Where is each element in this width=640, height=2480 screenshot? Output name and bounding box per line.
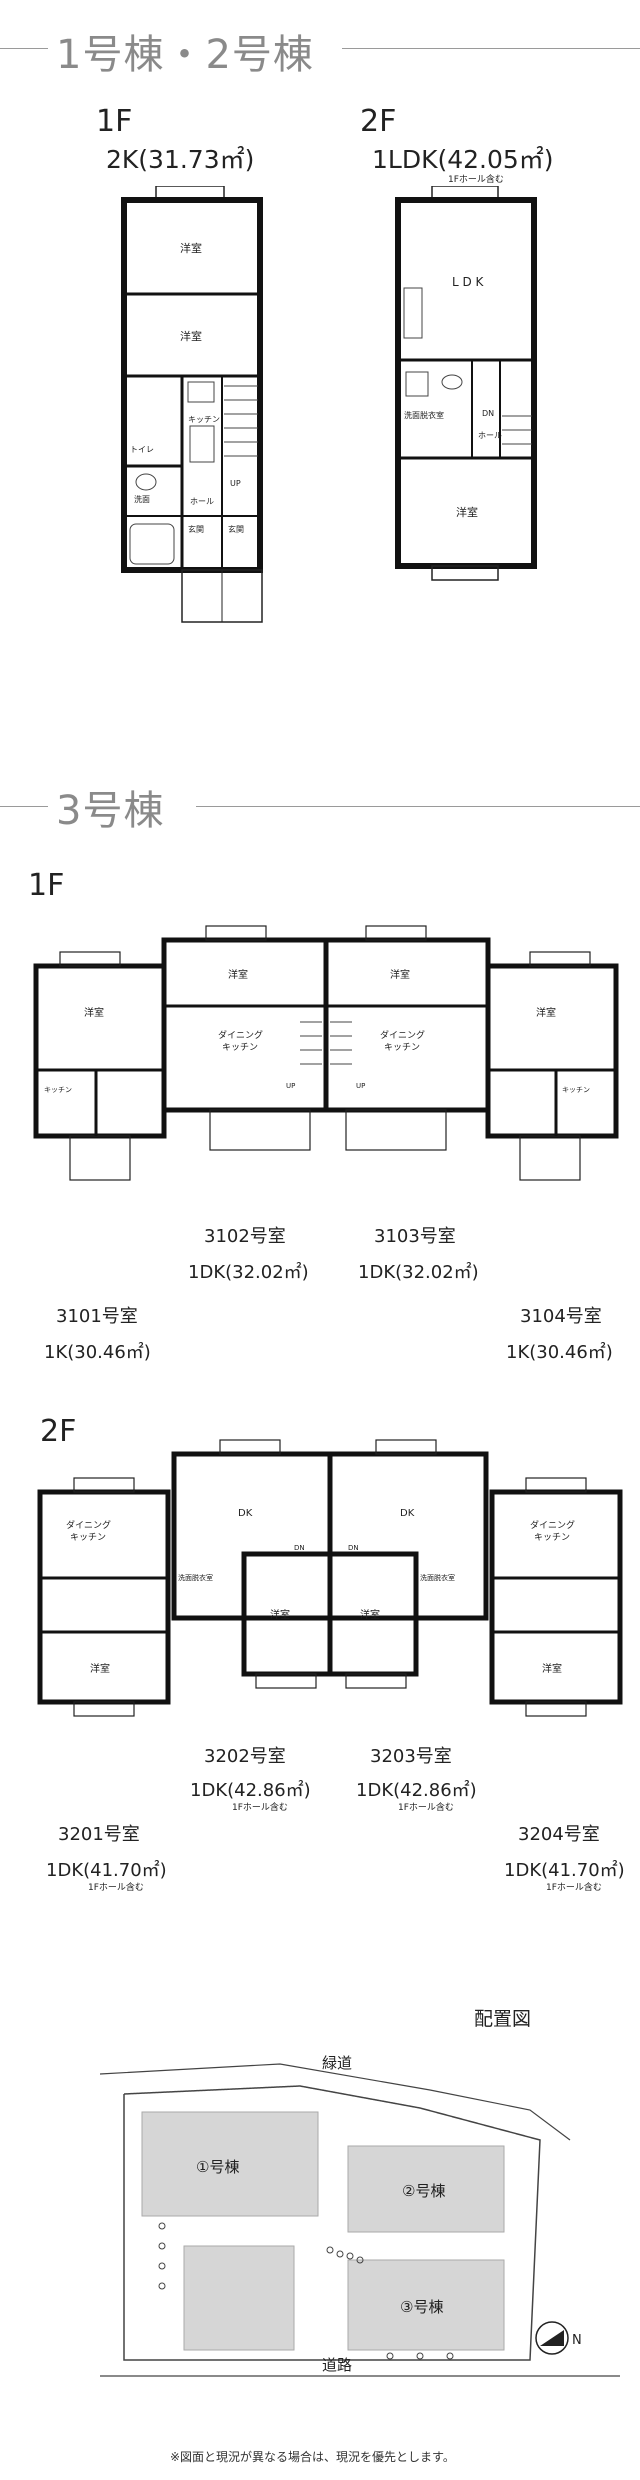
site-title: 配置図	[474, 2008, 532, 2030]
section2-1f-label: 1F	[28, 868, 65, 903]
footnote: ※図面と現況が異なる場合は、現況を優先とします。	[170, 2450, 455, 2464]
unit-3201-size: 1DK(41.70㎡)	[46, 1860, 167, 1881]
section1-2f-label: 2F	[360, 104, 397, 139]
room-3203-senmen: 洗面脱衣室	[420, 1573, 455, 1582]
plan-3-1f: 洋室 洋室 洋室 洋室 ダイニング キッチン ダイニング キッチン キッチン キ…	[30, 912, 630, 1202]
plan-3-2f: DK DK ダイニング キッチン ダイニング キッチン DN DN 洗面脱衣室 …	[30, 1432, 630, 1736]
stair-up-1f: UP	[230, 479, 241, 488]
stair-dn-3-2f-b: DN	[348, 1544, 359, 1552]
stair-up-3-1f-a: UP	[286, 1082, 295, 1090]
site-plan: 緑道 ①号棟 ②号棟 ③号棟 道路 N	[100, 2050, 620, 2380]
room-3202-senmen: 洗面脱衣室	[178, 1573, 213, 1582]
room-hall-1f: ホール	[190, 497, 214, 506]
stair-dn-2f: DN	[482, 409, 494, 418]
section2-2f-label: 2F	[40, 1414, 77, 1449]
unit-3101-id: 3101号室	[56, 1306, 138, 1327]
room-kitchen-1f: キッチン	[188, 415, 220, 424]
room-senmen-1f: 洗面	[134, 494, 150, 504]
north-arrow-icon: N	[572, 2333, 582, 2348]
section2-rule-left	[0, 806, 48, 807]
room-3201-dining: ダイニング	[66, 1519, 111, 1531]
plan-2f-building12: L D K 洗面脱衣室 DN ホール 洋室	[382, 186, 562, 586]
room-3104-yoshitsu: 洋室	[536, 1006, 556, 1019]
unit-3104-id: 3104号室	[520, 1306, 602, 1327]
room-3101-yoshitsu: 洋室	[84, 1006, 104, 1019]
room-3204-kitchen: キッチン	[534, 1532, 570, 1543]
unit-3103-id: 3103号室	[374, 1226, 456, 1247]
room-3202-dk: DK	[238, 1508, 253, 1519]
unit-3201-id: 3201号室	[58, 1824, 140, 1845]
section1-title: 1号棟・2号棟	[56, 32, 314, 78]
room-3104-kitchen: キッチン	[562, 1086, 590, 1094]
room-3102-yoshitsu: 洋室	[228, 968, 248, 981]
room-3103-dining: ダイニング	[380, 1029, 425, 1041]
room-3102-kitchen: キッチン	[222, 1042, 258, 1053]
section2-rule-right	[196, 806, 640, 807]
unit-3201-note: 1Fホール含む	[88, 1883, 144, 1893]
room-hall-2f: ホール	[478, 431, 502, 440]
room-3203-dk: DK	[400, 1508, 415, 1519]
room-toilet-1f: トイレ	[130, 445, 154, 454]
unit-3203-note: 1Fホール含む	[398, 1803, 454, 1813]
room-3202-yoshitsu: 洋室	[270, 1608, 290, 1621]
room-3103-kitchen: キッチン	[384, 1042, 420, 1053]
unit-3202-id: 3202号室	[204, 1746, 286, 1767]
section1-rule-right	[342, 48, 640, 49]
unit-3202-note: 1Fホール含む	[232, 1803, 288, 1813]
site-greenway: 緑道	[322, 2054, 352, 2072]
room-yoshitsu-1f-b: 洋室	[180, 329, 202, 343]
unit-3203-id: 3203号室	[370, 1746, 452, 1767]
room-3102-dining: ダイニング	[218, 1029, 263, 1041]
section1-1f-label: 1F	[96, 104, 133, 139]
section1-rule-left	[0, 48, 48, 49]
room-genkan-1f-b: 玄関	[228, 524, 244, 534]
site-b2: ②号棟	[402, 2182, 445, 2200]
stair-up-3-1f-b: UP	[356, 1082, 365, 1090]
plan-1f-building12: 洋室 洋室 キッチン トイレ 洗面 ホール UP 玄関 玄関	[112, 186, 272, 626]
unit-3202-size: 1DK(42.86㎡)	[190, 1780, 311, 1801]
site-b1: ①号棟	[196, 2158, 239, 2176]
section1-2f-note: 1Fホール含む	[448, 175, 504, 185]
unit-3104-size: 1K(30.46㎡)	[506, 1342, 613, 1363]
room-3204-yoshitsu: 洋室	[542, 1662, 562, 1675]
section1-1f-size: 2K(31.73㎡)	[106, 145, 255, 174]
room-genkan-1f-a: 玄関	[188, 524, 204, 534]
stair-dn-3-2f-a: DN	[294, 1544, 305, 1552]
room-3201-yoshitsu: 洋室	[90, 1662, 110, 1675]
room-3103-yoshitsu: 洋室	[390, 968, 410, 981]
section1-2f-size: 1LDK(42.05㎡)	[372, 145, 554, 174]
room-yoshitsu-2f: 洋室	[456, 505, 478, 519]
unit-3204-size: 1DK(41.70㎡)	[504, 1860, 625, 1881]
unit-3102-id: 3102号室	[204, 1226, 286, 1247]
unit-3203-size: 1DK(42.86㎡)	[356, 1780, 477, 1801]
unit-3204-id: 3204号室	[518, 1824, 600, 1845]
section2-title: 3号棟	[56, 788, 165, 834]
unit-3204-note: 1Fホール含む	[546, 1883, 602, 1893]
site-b3: ③号棟	[400, 2298, 443, 2316]
unit-3103-size: 1DK(32.02㎡)	[358, 1262, 479, 1283]
room-3204-dining: ダイニング	[530, 1519, 575, 1531]
site-road: 道路	[322, 2356, 352, 2374]
room-yoshitsu-1f-a: 洋室	[180, 241, 202, 255]
room-3203-yoshitsu: 洋室	[360, 1608, 380, 1621]
unit-3102-size: 1DK(32.02㎡)	[188, 1262, 309, 1283]
unit-3101-size: 1K(30.46㎡)	[44, 1342, 151, 1363]
room-ldk-2f: L D K	[452, 275, 485, 289]
room-3201-kitchen: キッチン	[70, 1532, 106, 1543]
room-3101-kitchen: キッチン	[44, 1086, 72, 1094]
room-senmen-2f: 洗面脱衣室	[404, 410, 444, 420]
